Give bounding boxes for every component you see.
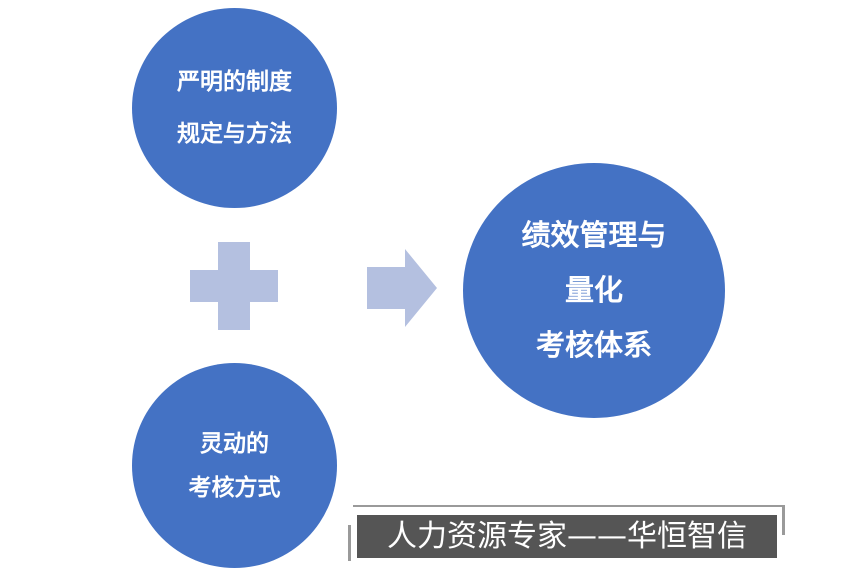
node-label-line: 考核体系 (535, 328, 652, 362)
watermark-frame (353, 505, 785, 507)
watermark-text: 人力资源专家——华恒智信 (357, 515, 777, 558)
node-label-line: 灵动的 (200, 430, 269, 457)
node-label-line: 严明的制度 (177, 69, 292, 95)
node-label-line: 考核方式 (188, 474, 281, 501)
arrow-right-icon (367, 249, 437, 327)
input-node-rules: 严明的制度 规定与方法 (132, 8, 337, 208)
result-node-performance-system: 绩效管理与 量化 考核体系 (463, 163, 725, 418)
node-label-line: 量化 (564, 273, 623, 307)
node-label-line: 绩效管理与 (521, 218, 667, 252)
plus-icon (190, 242, 278, 330)
input-node-assessment: 灵动的 考核方式 (132, 363, 337, 568)
watermark-frame (782, 505, 785, 535)
node-label-line: 规定与方法 (177, 121, 292, 147)
watermark-frame (348, 525, 351, 561)
watermark: 人力资源专家——华恒智信 (348, 505, 786, 561)
